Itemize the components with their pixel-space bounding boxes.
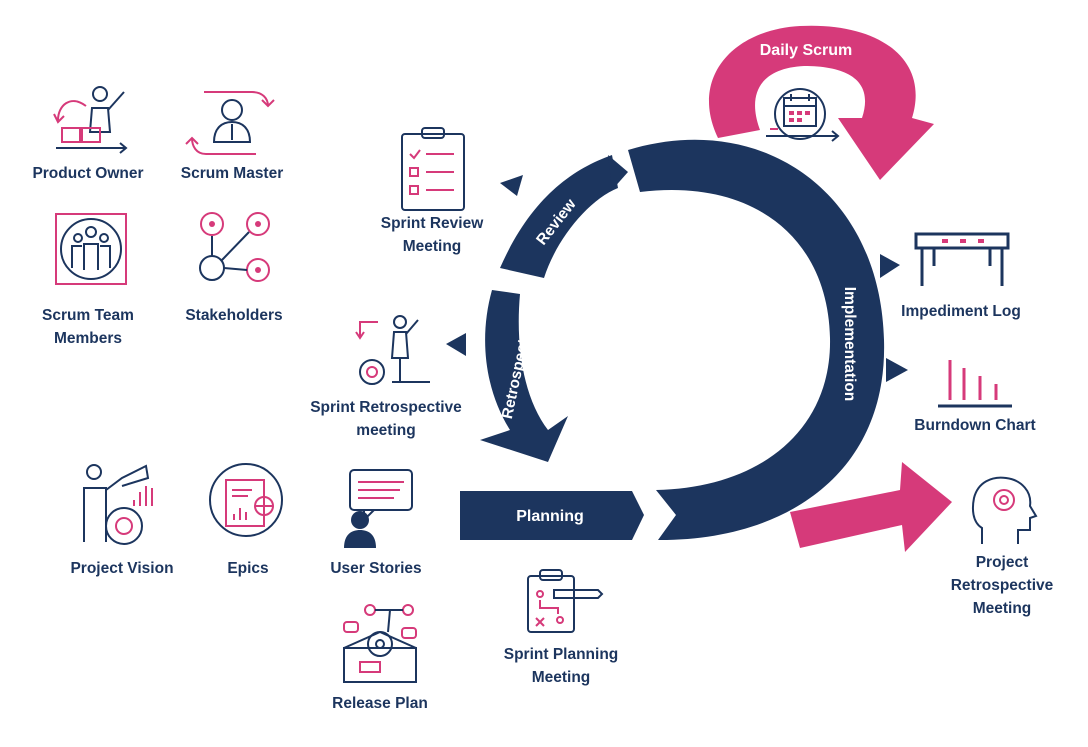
project-vision-icon [83,464,153,545]
daily-scrum-calendar-icon [766,88,840,142]
scrum-team-members-icon [55,213,127,285]
project-retrospective-arrow [790,462,952,552]
scrum-cycle: Implementation Review Retrospect Plannin… [460,139,885,540]
scrum-team-members-label: Scrum Team Members [42,307,134,347]
sprint-review-meeting-icon [401,127,465,211]
project-retrospective-meeting-label: Project Retrospective Meeting [950,554,1054,617]
user-stories-label: User Stories [330,560,422,577]
pointer-retrospective [446,333,466,356]
scrum-master-label: Scrum Master [180,165,284,182]
stakeholders-icon [199,212,270,282]
scrum-master-icon [185,91,275,155]
planning-label: Planning [516,508,584,525]
epics-label: Epics [227,560,269,577]
impediment-log-icon [914,232,1010,286]
epics-icon [209,463,283,537]
release-plan-label: Release Plan [332,695,428,712]
daily-scrum-label: Daily Scrum [760,42,852,59]
pointer-review [500,175,523,196]
implementation-arc [628,139,885,540]
burndown-chart-icon [938,360,1012,408]
pointer-impediment [880,254,900,278]
burndown-chart-label: Burndown Chart [914,417,1036,434]
daily-scrum-loop: Daily Scrum [708,25,934,180]
review-arc [500,155,618,278]
retrospect-arc [480,290,568,462]
product-owner-label: Product Owner [32,165,144,182]
user-stories-icon [344,469,413,548]
sprint-retrospective-meeting-icon [355,315,430,385]
sprint-retrospective-meeting-label: Sprint Retrospective meeting [310,399,462,439]
implementation-label: Implementation [841,287,858,402]
planning-banner [460,491,644,540]
product-owner-icon [53,86,128,154]
sprint-planning-meeting-label: Sprint Planning Meeting [503,646,619,686]
stakeholders-label: Stakeholders [185,307,283,324]
project-vision-label: Project Vision [70,560,174,577]
pointer-triangles [446,175,908,382]
release-plan-icon [343,604,417,683]
sprint-review-meeting-label: Sprint Review Meeting [380,215,484,255]
pointer-burndown [886,358,908,382]
impediment-log-label: Impediment Log [901,303,1021,320]
project-retrospective-meeting-icon [972,476,1038,544]
sprint-planning-meeting-icon [527,569,604,633]
